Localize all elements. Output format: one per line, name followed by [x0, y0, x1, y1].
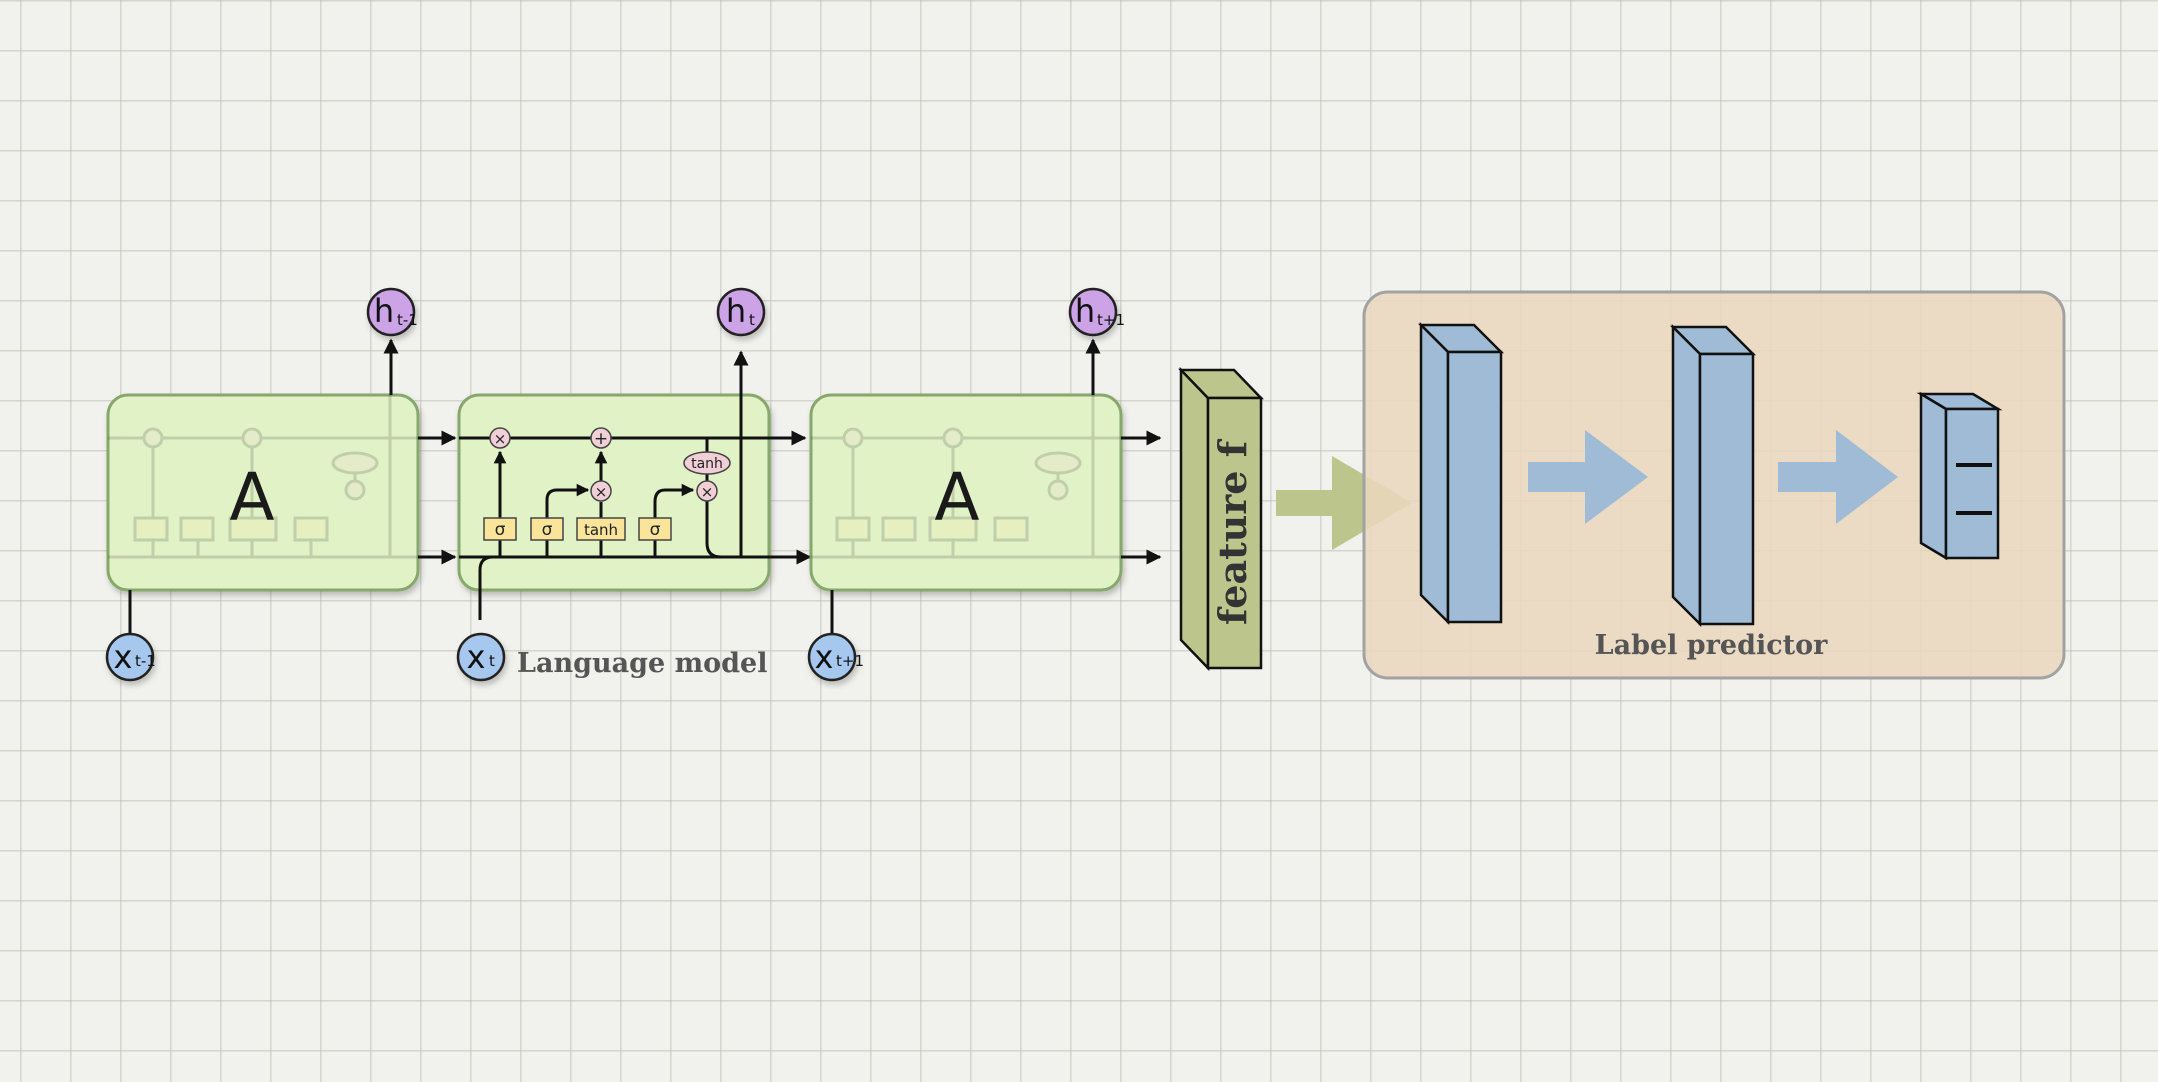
predictor-arrow-2 — [1778, 430, 1898, 524]
lstm-cell-middle: σ σ tanh σ × + × tanh — [457, 350, 812, 620]
svg-text:h: h — [1075, 292, 1095, 330]
language-model-label: Language model — [517, 648, 767, 679]
label-predictor-title: Label predictor — [1595, 630, 1829, 661]
predictor-output-layer — [1916, 391, 2003, 561]
add-op: + — [590, 427, 612, 449]
predictor-layer-1 — [1417, 321, 1505, 626]
multiply-op-forget: × — [489, 427, 511, 449]
ghost-internals-left — [108, 395, 418, 559]
feature-label: feature f — [1210, 438, 1255, 625]
svg-text:t-1: t-1 — [135, 652, 156, 670]
multiply-op-input: × — [590, 480, 612, 502]
output-node-h-t: h t — [716, 287, 766, 337]
input-node-x-t: x t — [456, 632, 506, 682]
predictor-layer-2 — [1669, 323, 1757, 628]
svg-text:h: h — [374, 292, 394, 330]
svg-text:tanh: tanh — [691, 456, 723, 472]
tanh-gate-candidate: tanh — [576, 517, 626, 541]
svg-text:t-1: t-1 — [397, 311, 418, 329]
sigma-gate-output: σ — [638, 517, 672, 541]
svg-text:×: × — [494, 430, 507, 448]
svg-text:σ: σ — [542, 520, 553, 540]
feature-arrow — [1276, 456, 1412, 550]
svg-text:t+1: t+1 — [1097, 311, 1125, 329]
ghost-internals-right — [811, 395, 1121, 559]
sigma-gate-input: σ — [530, 517, 564, 541]
svg-text:t+1: t+1 — [836, 652, 864, 670]
svg-text:t: t — [749, 311, 755, 329]
multiply-op-output: × — [696, 480, 718, 502]
svg-text:x: x — [467, 638, 486, 676]
output-node-h-next: h t+1 — [1068, 287, 1125, 337]
tanh-op-cell: tanh — [683, 451, 731, 475]
lstm-cell-left: A — [106, 393, 420, 592]
predictor-arrow-1 — [1528, 430, 1648, 524]
input-node-x-prev: x t-1 — [105, 632, 156, 682]
svg-text:x: x — [114, 638, 133, 676]
svg-text:x: x — [815, 638, 834, 676]
sigma-gate-forget: σ — [483, 517, 517, 541]
svg-text:h: h — [726, 292, 746, 330]
svg-text:σ: σ — [495, 520, 506, 540]
svg-text:tanh: tanh — [584, 521, 618, 539]
input-node-x-next: x t+1 — [807, 632, 864, 682]
lstm-cell-right: A — [809, 393, 1123, 592]
svg-text:t: t — [489, 652, 495, 670]
output-node-h-prev: h t-1 — [366, 287, 418, 337]
svg-text:×: × — [595, 483, 608, 501]
cell-label-right: A — [934, 459, 979, 536]
svg-text:+: + — [594, 429, 608, 449]
svg-text:×: × — [701, 483, 714, 501]
cell-label-left: A — [229, 459, 274, 536]
svg-text:σ: σ — [650, 520, 661, 540]
feature-slab: feature f — [1178, 366, 1264, 672]
